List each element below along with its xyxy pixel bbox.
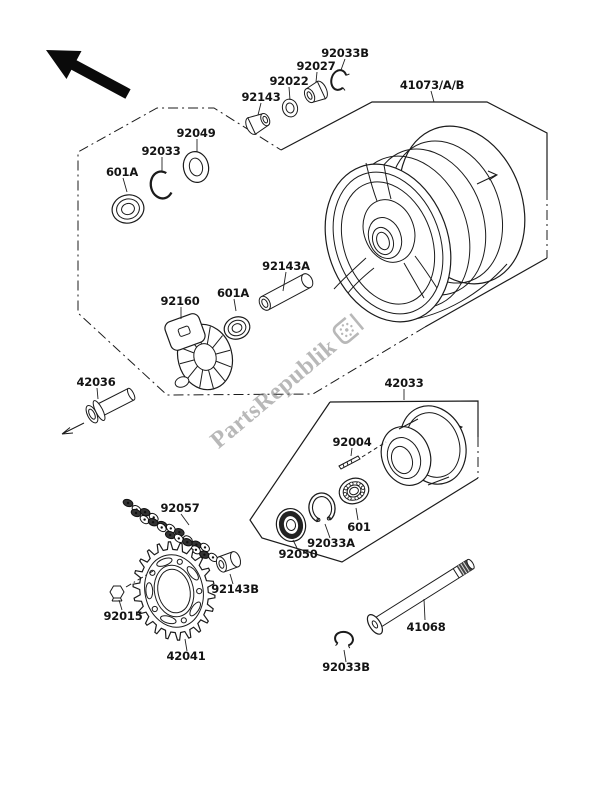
part-seal-92050 (275, 507, 307, 543)
part-label-92033a: 92033A (307, 536, 355, 550)
part-label-41073: 41073/A/B (400, 78, 464, 92)
part-label-92033: 92033 (141, 144, 180, 158)
part-label-42041: 42041 (166, 649, 205, 663)
group-outline-dashdot (77, 107, 426, 396)
part-bearing-601 (338, 477, 370, 505)
part-circlip-92033a (308, 492, 336, 523)
part-label-601a-top: 601A (106, 165, 138, 179)
part-wheel-41073 (324, 125, 526, 323)
part-label-92143a: 92143A (262, 259, 310, 273)
part-bushing-92143b (215, 551, 242, 573)
part-label-92015: 92015 (103, 609, 142, 623)
part-label-41068: 41068 (406, 620, 445, 634)
part-label-92027: 92027 (296, 59, 335, 73)
part-axle-41068 (366, 558, 475, 635)
part-label-42036: 42036 (76, 375, 115, 389)
part-label-92050: 92050 (278, 547, 317, 561)
small-arrow-icon (61, 422, 85, 435)
part-washer-92022 (281, 98, 299, 118)
part-labels: 92033B 92027 92022 92143 41073/A/B 92049… (76, 46, 464, 674)
part-sprocket-42041 (132, 541, 216, 641)
wheel-outline-box (280, 90, 548, 328)
part-spacer-92143a (258, 273, 314, 311)
part-label-601a-mid: 601A (217, 286, 249, 300)
part-collar-92143 (245, 112, 271, 135)
part-bearing-601a-top (111, 194, 145, 224)
part-bearing-601a-mid (223, 316, 251, 340)
part-clip-92033b-bottom (334, 630, 354, 649)
part-label-601: 601 (347, 520, 371, 534)
part-hub-42033 (380, 405, 467, 486)
part-nut-92015 (109, 570, 154, 602)
part-bolt-42036 (85, 387, 136, 424)
part-clip-92033b-top (330, 69, 350, 91)
part-stud-92004 (338, 441, 387, 470)
leader-lines (96, 58, 426, 663)
direction-arrow-icon (46, 50, 131, 99)
part-seal-92049 (182, 151, 210, 183)
part-label-92160: 92160 (160, 294, 199, 308)
part-collar-92027 (303, 80, 328, 104)
part-damper-92160 (164, 313, 234, 391)
part-label-92033b-bottom: 92033B (322, 660, 370, 674)
part-label-92143: 92143 (241, 90, 280, 104)
part-chain-92057 (122, 498, 218, 563)
part-label-92033b-top: 92033B (321, 46, 369, 60)
part-label-92022: 92022 (269, 74, 308, 88)
part-label-92049: 92049 (176, 126, 215, 140)
bearing-balls (342, 481, 366, 501)
part-label-92057: 92057 (160, 501, 199, 515)
part-label-92004: 92004 (332, 435, 371, 449)
part-circlip-92033 (149, 170, 173, 200)
part-label-42033: 42033 (384, 376, 423, 390)
part-label-92143b: 92143B (211, 582, 259, 596)
orientation-arrow-icon (476, 170, 499, 185)
